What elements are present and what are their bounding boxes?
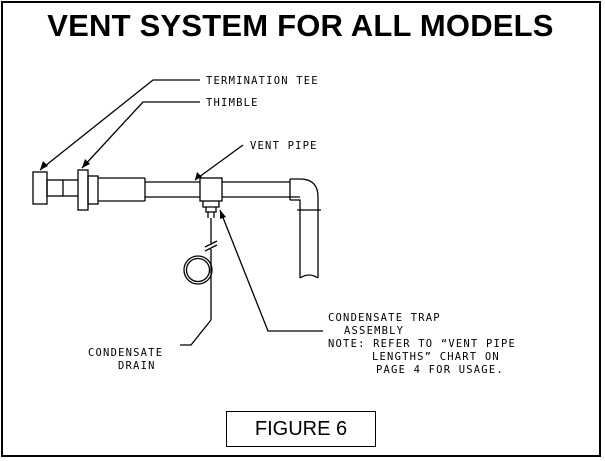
condensate-trap: [199, 177, 223, 218]
label-termination-tee: TERMINATION TEE: [206, 75, 319, 87]
condensate-drain: [183, 218, 218, 320]
note-line-3: PAGE 4 FOR USAGE.: [376, 364, 504, 376]
leader-arrowheads: [40, 159, 226, 219]
vent-pipe: [145, 181, 300, 198]
leader-lines: [39, 79, 323, 346]
label-condensate-drain-2: DRAIN: [118, 360, 156, 372]
label-vent-pipe: VENT PIPE: [250, 140, 318, 152]
page-title: VENT SYSTEM FOR ALL MODELS: [47, 8, 554, 43]
note-line-2: LENGTHS” CHART ON: [372, 351, 500, 363]
label-condensate-drain: CONDENSATE: [88, 347, 163, 359]
elbow-fitting: [289, 178, 321, 279]
figure-label: FIGURE 6: [226, 411, 376, 447]
termination-tee: [32, 171, 78, 205]
thimble: [77, 169, 146, 211]
label-condensate-trap: CONDENSATE TRAP: [328, 312, 441, 324]
note-line-1: NOTE: REFER TO “VENT PIPE: [328, 338, 516, 350]
label-thimble: THIMBLE: [206, 97, 259, 109]
label-condensate-trap-assembly: ASSEMBLY: [344, 325, 404, 337]
